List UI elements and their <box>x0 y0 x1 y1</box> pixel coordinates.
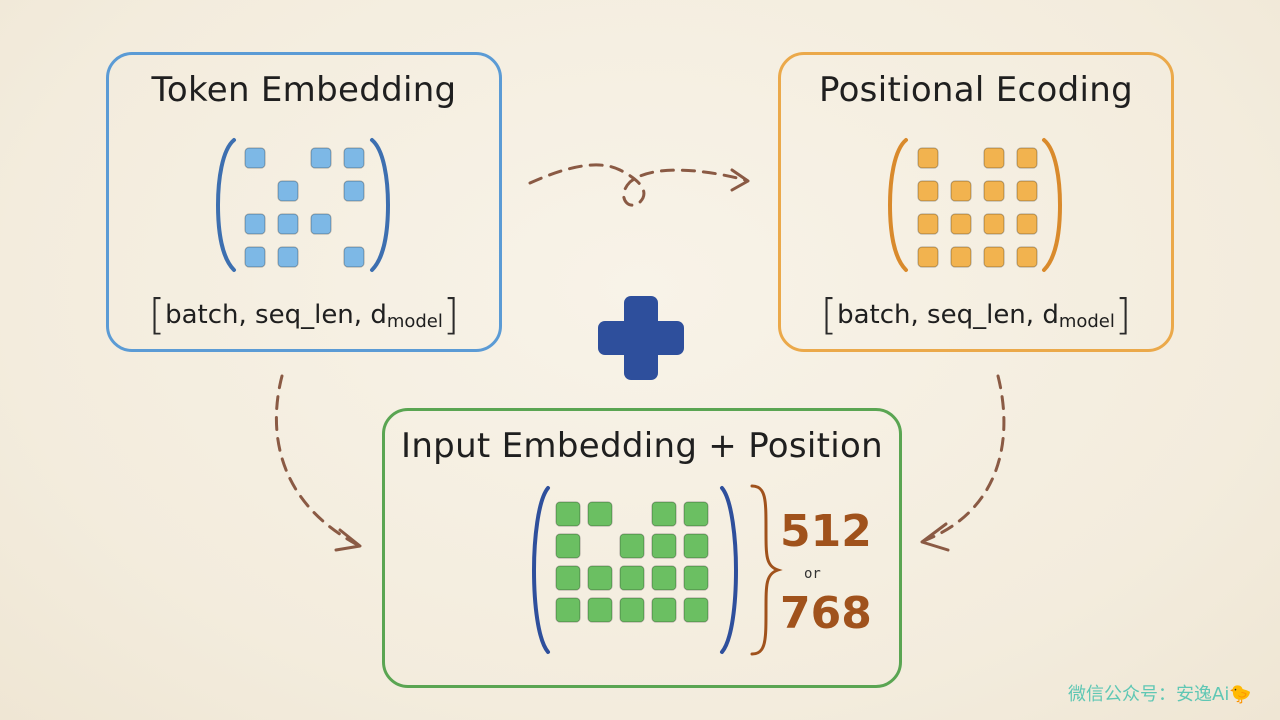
positional-encoding-box <box>778 52 1174 352</box>
positional-encoding-title: Positional Ecoding <box>818 70 1134 110</box>
positional-matrix-cell <box>917 147 939 169</box>
token-shape-label: [batch, seq_len, dmodel] <box>149 290 460 339</box>
input-matrix-cell <box>555 501 581 527</box>
positional-shape-label: [batch, seq_len, dmodel] <box>821 290 1132 339</box>
token-embedding-title: Token Embedding <box>151 70 457 110</box>
positional-matrix-cell <box>1016 213 1038 235</box>
dimension-brace <box>750 484 783 656</box>
input-embedding-title: Input Embedding + Position <box>401 426 883 466</box>
right-bracket: ] <box>1114 290 1132 339</box>
input-matrix-cell <box>651 597 677 623</box>
input-embedding-box <box>382 408 902 688</box>
token-shape-main: batch, seq_len, d <box>165 300 387 330</box>
token-matrix-right-bracket <box>370 138 391 272</box>
input-matrix-cells <box>555 501 709 623</box>
positional-matrix-cells <box>917 147 1038 268</box>
token-matrix-cells <box>244 147 365 268</box>
positional-matrix-left-bracket <box>887 138 908 272</box>
input-matrix-left-bracket <box>531 486 550 654</box>
positional-matrix-cell <box>983 246 1005 268</box>
input-matrix-cell <box>587 501 613 527</box>
left-bracket: [ <box>148 290 166 339</box>
positional-matrix-right-bracket <box>1042 138 1063 272</box>
input-matrix-cell <box>619 533 645 559</box>
input-matrix-cell <box>651 533 677 559</box>
input-matrix-right-bracket <box>720 486 739 654</box>
input-matrix-cell <box>651 501 677 527</box>
input-matrix-cell <box>555 597 581 623</box>
input-matrix-cell <box>619 565 645 591</box>
input-matrix-cell <box>683 533 709 559</box>
token-matrix-left-bracket <box>215 138 236 272</box>
token-embedding-box <box>106 52 502 352</box>
token-matrix-cell <box>310 147 332 169</box>
positional-matrix-cell <box>950 213 972 235</box>
positional-matrix-cell <box>983 213 1005 235</box>
positional-matrix-cell <box>1016 180 1038 202</box>
right-bracket: ] <box>442 290 460 339</box>
right-dashed-arrow <box>924 374 1006 542</box>
token-matrix-cell <box>277 246 299 268</box>
positional-matrix-cell <box>1016 246 1038 268</box>
transfer-arrow <box>528 163 747 207</box>
input-matrix-cell <box>651 565 677 591</box>
positional-matrix-cell <box>917 246 939 268</box>
token-matrix-cell <box>343 180 365 202</box>
input-matrix-cell <box>587 597 613 623</box>
positional-matrix-cell <box>1016 147 1038 169</box>
token-matrix-cell <box>310 213 332 235</box>
positional-matrix-cell <box>983 180 1005 202</box>
plus-icon <box>598 296 684 380</box>
token-matrix-cell <box>277 180 299 202</box>
positional-shape-sub: model <box>1058 311 1115 332</box>
positional-matrix-cell <box>917 180 939 202</box>
right-arrow-head <box>920 522 950 552</box>
left-dashed-arrow <box>274 374 358 546</box>
input-matrix-cell <box>683 565 709 591</box>
token-matrix-cell <box>343 147 365 169</box>
token-shape-sub: model <box>386 311 443 332</box>
input-matrix-cell <box>683 597 709 623</box>
input-matrix-cell <box>555 533 581 559</box>
left-arrow-head <box>334 528 362 552</box>
token-matrix-cell <box>244 246 266 268</box>
dimension-or: or <box>804 566 821 582</box>
input-matrix-cell <box>555 565 581 591</box>
input-matrix-cell <box>683 501 709 527</box>
token-matrix-cell <box>244 147 266 169</box>
positional-matrix-cell <box>983 147 1005 169</box>
dimension-768: 768 <box>780 588 872 639</box>
token-matrix-cell <box>343 246 365 268</box>
watermark: 微信公众号：安逸Ai🐤 <box>1068 684 1252 705</box>
left-bracket: [ <box>820 290 838 339</box>
input-matrix-cell <box>619 597 645 623</box>
transfer-arrow-head <box>730 168 750 192</box>
dimension-512: 512 <box>780 506 872 557</box>
token-matrix-cell <box>244 213 266 235</box>
positional-shape-main: batch, seq_len, d <box>837 300 1059 330</box>
token-matrix-cell <box>277 213 299 235</box>
input-matrix-cell <box>587 565 613 591</box>
positional-matrix-cell <box>950 180 972 202</box>
positional-matrix-cell <box>917 213 939 235</box>
positional-matrix-cell <box>950 246 972 268</box>
